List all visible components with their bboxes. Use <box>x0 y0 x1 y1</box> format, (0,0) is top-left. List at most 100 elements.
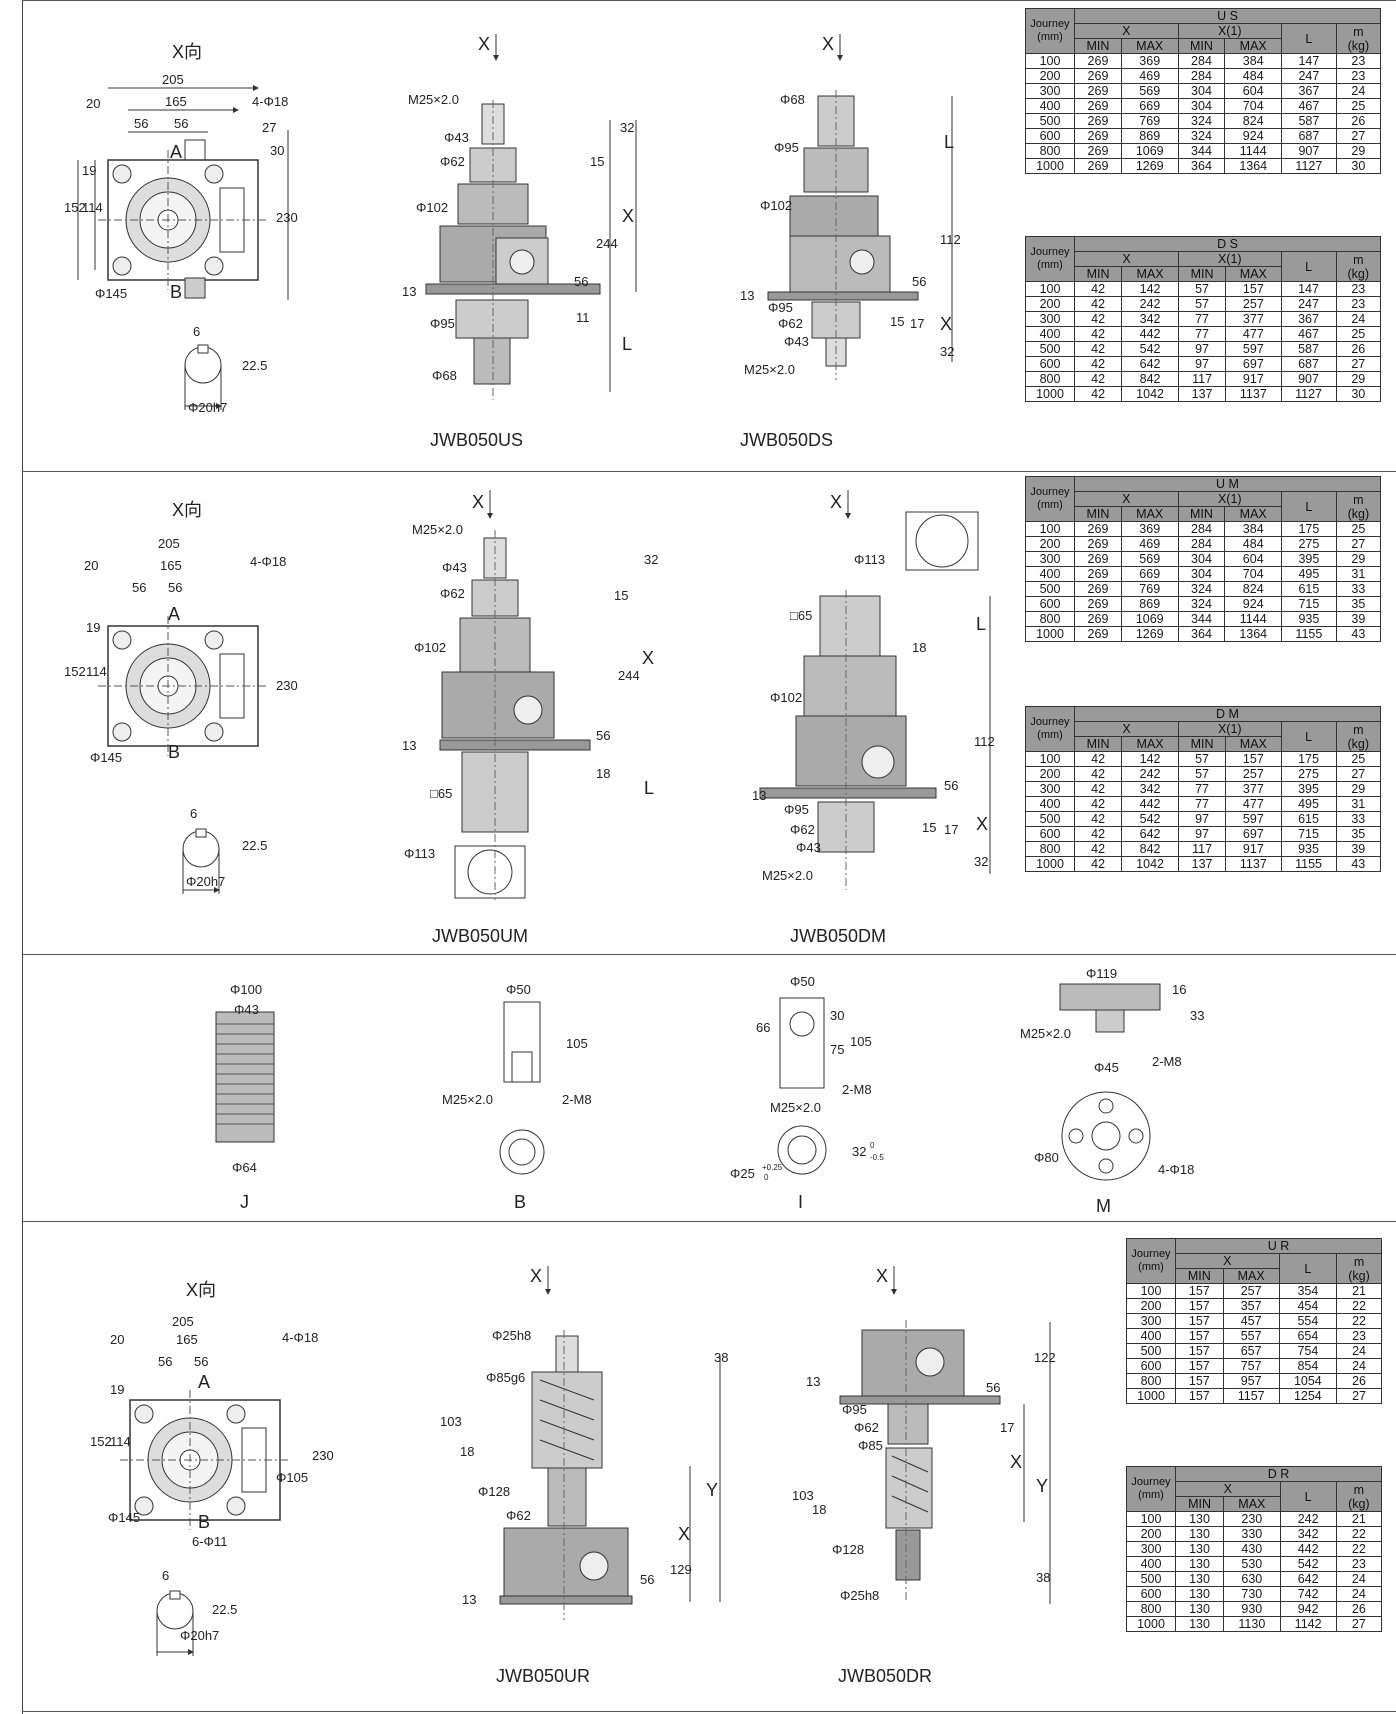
tables-us-rows-3-3: 304 <box>1177 98 1226 114</box>
journey-label: Journey <box>1030 246 1070 258</box>
tables-dm-rows-4-3: 97 <box>1177 811 1227 827</box>
model-jwb050ur: JWB050UR <box>496 1666 590 1686</box>
shaft-d20h7: Φ20h7 <box>188 400 227 415</box>
tables-us-rows-4-6: 26 <box>1335 113 1382 129</box>
key3-width-6: 6 <box>162 1568 169 1583</box>
tables-um-title: U M <box>1074 476 1381 492</box>
j-d100: Φ100 <box>230 982 262 997</box>
dr-h122: 122 <box>1034 1350 1056 1365</box>
i-tol25: +0.25 <box>762 1163 783 1172</box>
tables-ds-rows-4-6: 26 <box>1335 341 1382 357</box>
ur-h103: 103 <box>440 1414 462 1429</box>
tables-dm-rows-1-6: 27 <box>1335 766 1382 782</box>
tables-um-rows-6-1: 269 <box>1074 611 1122 627</box>
tables-us-rows-5-3: 324 <box>1177 128 1226 144</box>
tables-dr-rows-6-2: 930 <box>1223 1601 1281 1617</box>
um-h18: 18 <box>596 766 610 781</box>
tables-ds-rows-1-1: 42 <box>1073 296 1123 312</box>
dm-d113: Φ113 <box>854 552 885 567</box>
i-d25: Φ25 <box>730 1166 755 1181</box>
tables-dm-journey: Journey(mm) <box>1025 706 1075 752</box>
i-tol32: 0 <box>870 1141 875 1150</box>
tables-ur-rows-4-2: 657 <box>1222 1343 1280 1359</box>
tables-ur-rows-7-3: 1254 <box>1278 1388 1338 1404</box>
base2-label-b: B <box>168 742 180 762</box>
tables-ur-min: MIN <box>1175 1268 1224 1284</box>
i-h66: 66 <box>756 1020 770 1035</box>
tables-us-rows-4-4: 824 <box>1224 113 1282 129</box>
m-thread: M25×2.0 <box>1020 1026 1071 1041</box>
tables-dr-rows-2-1: 130 <box>1174 1541 1225 1557</box>
um-h244: 244 <box>618 668 640 683</box>
tables-um-rows-3-3: 304 <box>1177 566 1226 582</box>
end-label-j: J <box>240 1192 249 1212</box>
tables-us-rows-2-4: 604 <box>1224 83 1282 99</box>
key3-depth-22-5: 22.5 <box>212 1602 237 1617</box>
us-thread: M25×2.0 <box>408 92 459 107</box>
tables-ds-rows-5-1: 42 <box>1073 356 1123 372</box>
key2-width-6: 6 <box>190 806 197 821</box>
tables-ds-rows-5-4: 697 <box>1225 356 1282 372</box>
dm-h32: 32 <box>974 854 988 869</box>
tables-ur-rows-6-3: 1054 <box>1278 1373 1338 1389</box>
section-divider-4 <box>22 1221 1396 1712</box>
tables-ds-rows-7-5: 1127 <box>1280 386 1337 402</box>
tables-us-rows-7-2: 1269 <box>1120 158 1179 174</box>
tables-dr-rows-2-2: 430 <box>1223 1541 1281 1557</box>
base3-d205: 205 <box>172 1314 194 1329</box>
i-h30: 30 <box>830 1008 844 1023</box>
us-d102: Φ102 <box>416 200 448 215</box>
tables-us-rows-6-4: 1144 <box>1224 143 1282 159</box>
tables-dr-title: D R <box>1175 1466 1382 1482</box>
tables-ur-rows-0-2: 257 <box>1222 1283 1280 1299</box>
tables-um-rows-3-1: 269 <box>1074 566 1122 582</box>
tables-us-rows-4-1: 269 <box>1074 113 1122 129</box>
mass-label: m <box>1353 1482 1365 1497</box>
tables-dm-m: m(kg) <box>1335 721 1382 752</box>
journey-unit: (mm) <box>1138 1261 1164 1273</box>
tables-um-l: L <box>1281 491 1337 522</box>
dm-d43: Φ43 <box>796 840 821 855</box>
tables-dm-rows-7-0: 1000 <box>1025 856 1075 872</box>
base2-d20: 20 <box>84 558 98 573</box>
tables-dr-rows-4-0: 500 <box>1126 1571 1176 1587</box>
tables-dm-x1: X(1) <box>1177 721 1282 737</box>
tables-dr-rows-6-0: 800 <box>1126 1601 1176 1617</box>
tables-dm-title: D M <box>1074 706 1381 722</box>
tables-us-rows-0-2: 369 <box>1120 53 1179 69</box>
tables-um-rows-3-6: 31 <box>1335 566 1382 582</box>
tables-us-rows-5-1: 269 <box>1074 128 1122 144</box>
base-d205: 205 <box>162 72 184 87</box>
tables-ds-rows-5-6: 27 <box>1335 356 1382 372</box>
tables-us-rows-7-1: 269 <box>1074 158 1122 174</box>
tables-ds-rows-3-6: 25 <box>1335 326 1382 342</box>
section-divider-3 <box>22 954 1396 1222</box>
tables-ds-rows-3-4: 477 <box>1225 326 1282 342</box>
tables-ds-rows-4-0: 500 <box>1025 341 1075 357</box>
end-label-i: I <box>798 1192 803 1212</box>
tables-um-rows-0-4: 384 <box>1224 521 1282 537</box>
model-jwb050ds: JWB050DS <box>740 430 833 450</box>
tables-um-m: m(kg) <box>1335 491 1382 522</box>
tables-um-rows-6-2: 1069 <box>1120 611 1179 627</box>
base3-d114: 114 <box>110 1434 131 1449</box>
tables-ds-rows-1-4: 257 <box>1225 296 1282 312</box>
journey-unit: (mm) <box>1037 31 1063 43</box>
dr-x-arrow: X <box>876 1266 888 1286</box>
tables-um-rows-7-4: 1364 <box>1224 626 1282 642</box>
um-h15: 15 <box>614 588 628 603</box>
tables-dr-rows-6-4: 26 <box>1335 1601 1383 1617</box>
m-d80: Φ80 <box>1034 1150 1059 1165</box>
tables-dm-rows-3-3: 77 <box>1177 796 1227 812</box>
tables-um-rows-2-3: 304 <box>1177 551 1226 567</box>
um-sq65: □65 <box>430 786 452 801</box>
tables-ds-rows-1-5: 247 <box>1280 296 1337 312</box>
tables-ur-title: U R <box>1175 1238 1382 1254</box>
tables-ur-rows-6-1: 157 <box>1175 1373 1224 1389</box>
model-jwb050dm: JWB050DM <box>790 926 886 946</box>
tables-dm-rows-7-2: 1042 <box>1121 856 1179 872</box>
